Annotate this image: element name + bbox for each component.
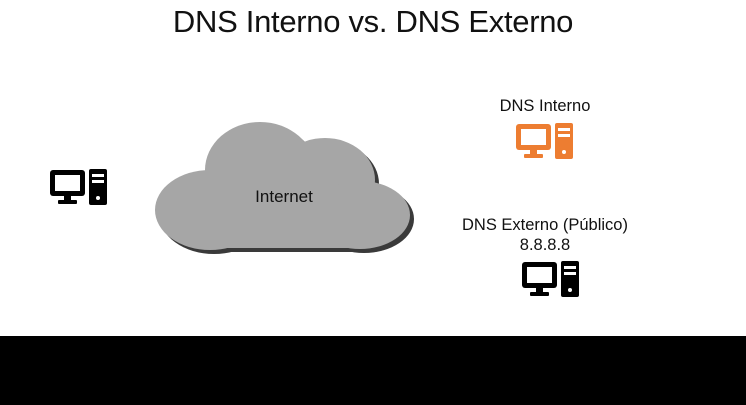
dns-internal-label: DNS Interno — [499, 97, 591, 115]
client-computer-icon — [50, 169, 108, 205]
cloud-icon — [150, 110, 420, 260]
cloud-label: Internet — [255, 187, 313, 206]
dns-external-computer-icon — [522, 261, 580, 297]
slide: DNS Interno vs. DNS Externo — [50, 4, 628, 297]
dns-external-address: 8.8.8.8 — [519, 236, 571, 254]
bottom-black-bar — [0, 336, 746, 405]
dns-internal-computer-icon — [516, 123, 574, 159]
dns-external-label: DNS Externo (Público) — [462, 216, 628, 234]
slide-title: DNS Interno vs. DNS Externo — [172, 4, 574, 39]
